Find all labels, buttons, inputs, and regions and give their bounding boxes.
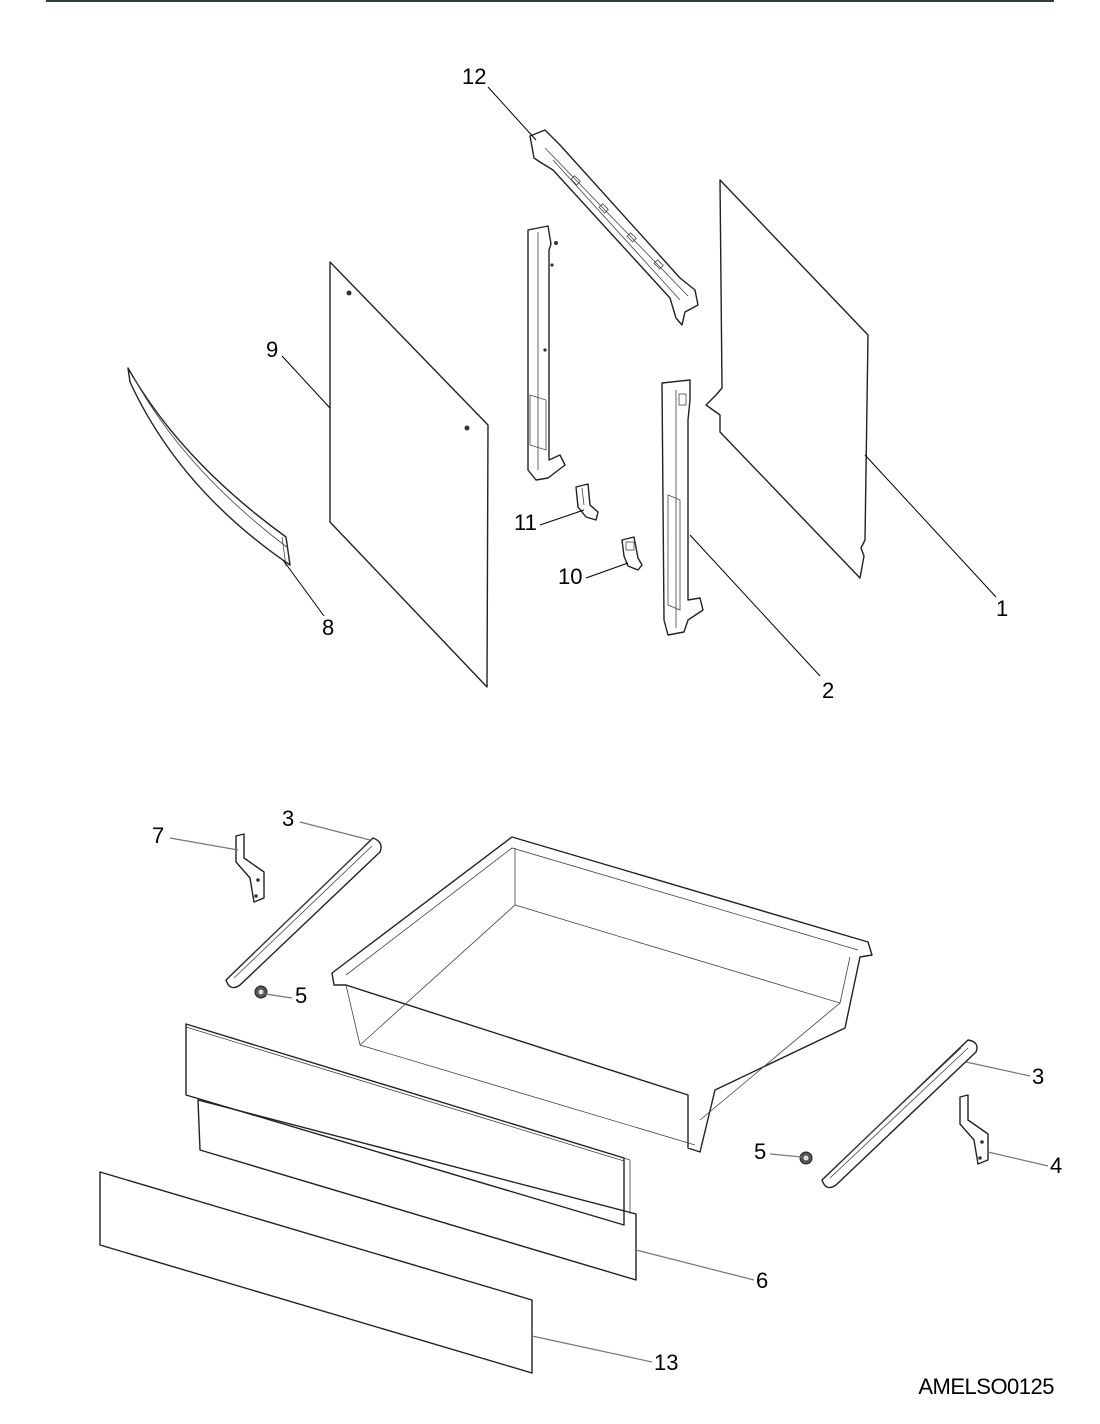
callout-labels: 12 9 8 11 10 2 1 3 7 5 3 5 4 6 13 [152,64,1062,1375]
part-5-right-nut [799,1151,813,1165]
part-1-rear-panel [705,179,869,579]
part-3-left-runner [225,837,382,989]
callout-5-right: 5 [754,1139,766,1164]
leader-lines [169,86,1049,1363]
part-7-bracket [235,833,265,903]
callout-2: 2 [822,678,834,703]
part-2-right-upright [661,379,704,636]
part-6-drawer-front [185,1023,637,1281]
callout-11: 11 [514,510,537,535]
callout-10: 10 [558,564,582,589]
drawing-code: AMELSO0125 [918,1374,1054,1399]
part-13-lower-panel [99,1171,533,1374]
callout-6: 6 [756,1268,768,1293]
callout-9: 9 [266,337,278,362]
callout-3-right: 3 [1032,1064,1044,1089]
callout-1: 1 [996,596,1008,621]
part-3-right-runner [821,1039,978,1189]
part-4-bracket [959,1094,989,1165]
part-8-handle-trim [127,367,291,567]
callout-7: 7 [152,823,164,848]
part-9-glass-panel [329,261,489,688]
callout-12: 12 [462,64,486,89]
part-2-left-upright [527,225,566,481]
callout-8: 8 [322,615,334,640]
part-10-bracket [621,536,643,571]
callout-3-left: 3 [282,806,294,831]
callout-5-left: 5 [295,983,307,1008]
callout-13: 13 [654,1350,678,1375]
part-12-top-rail [529,129,699,326]
callout-4: 4 [1050,1153,1062,1178]
part-11-bracket [575,483,599,521]
drawer-tub [331,836,873,1153]
part-5-left-nut [254,985,268,999]
